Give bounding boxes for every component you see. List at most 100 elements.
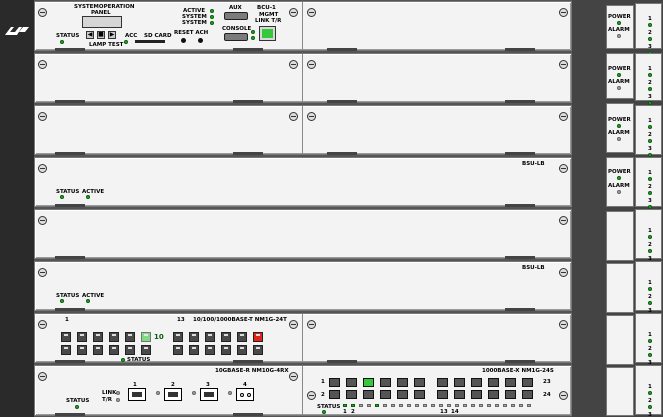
fan-number: 2 [648, 346, 652, 352]
fan-led [648, 87, 652, 91]
sfp-port[interactable] [505, 390, 516, 399]
rj45-port[interactable] [253, 332, 263, 342]
fan-number: 1 [648, 118, 652, 124]
tr-label: T/R [102, 397, 112, 403]
rj45-port[interactable] [141, 332, 151, 342]
sfp-port[interactable] [414, 390, 425, 399]
sfp-port[interactable] [346, 378, 357, 387]
rj45-port[interactable] [253, 345, 263, 355]
fan-number: 3 [648, 44, 652, 50]
sfp-port[interactable] [363, 390, 374, 399]
sfp-port[interactable] [380, 390, 391, 399]
sfp-port-led [519, 404, 523, 407]
slot-5-empty[interactable] [34, 209, 572, 259]
xfp-port-2[interactable] [164, 388, 182, 401]
sfp-port[interactable] [471, 378, 482, 387]
sfp-port[interactable] [437, 378, 448, 387]
rj45-port[interactable] [125, 332, 135, 342]
rj45-port[interactable] [205, 332, 215, 342]
rj45-port[interactable] [205, 345, 215, 355]
sd-card-slot[interactable] [135, 40, 165, 43]
sfp-port[interactable] [522, 390, 533, 399]
rj45-port[interactable] [237, 332, 247, 342]
sfp-port[interactable] [346, 390, 357, 399]
prev-button[interactable]: ◀ [86, 31, 94, 39]
ach-button[interactable] [198, 38, 203, 43]
status-led [60, 299, 64, 303]
sfp-port[interactable] [471, 390, 482, 399]
screw-icon [559, 112, 568, 121]
sfp-port[interactable] [329, 378, 340, 387]
sfp-port[interactable] [505, 378, 516, 387]
rj45-port[interactable] [141, 345, 151, 355]
psu-4[interactable]: POWER ALARM [606, 157, 634, 207]
next-button[interactable]: ▶ [108, 31, 116, 39]
rj45-port[interactable] [125, 345, 135, 355]
sfp-port[interactable] [488, 378, 499, 387]
module-label: BSU-LB [522, 161, 545, 167]
sfp-port-led [367, 404, 371, 407]
rj45-port[interactable] [77, 345, 87, 355]
rj45-port[interactable] [237, 345, 247, 355]
sfp-port[interactable] [329, 390, 340, 399]
port-label-2: 2 [171, 382, 175, 388]
sfp-port[interactable] [363, 378, 374, 387]
rj45-port[interactable] [189, 332, 199, 342]
status-label: STATUS [56, 293, 80, 299]
aux-port[interactable] [224, 12, 248, 20]
port-led [156, 391, 160, 395]
rj45-port[interactable] [77, 332, 87, 342]
slot-3-empty[interactable] [34, 105, 572, 155]
xfp-port-1[interactable] [128, 388, 146, 401]
sfp-port[interactable] [380, 378, 391, 387]
rj45-port[interactable] [93, 345, 103, 355]
rj45-port[interactable] [61, 345, 71, 355]
select-button[interactable]: ■ [97, 31, 105, 39]
sfp-port[interactable] [454, 390, 465, 399]
rj45-port[interactable] [109, 332, 119, 342]
slot-8-nm10g-nm1g[interactable]: 10GBASE-R NM10G-4RX LINK T/R STATUS 1 2 … [34, 365, 572, 416]
rj45-port[interactable] [93, 332, 103, 342]
rj45-port[interactable] [221, 332, 231, 342]
rj45-port[interactable] [109, 345, 119, 355]
sfp-port[interactable] [522, 378, 533, 387]
rj45-port[interactable] [189, 345, 199, 355]
left-module-label: 10GBASE-R NM10G-4RX [215, 368, 289, 374]
slot-4-bsu-lb[interactable]: BSU-LB STATUS ACTIVE [34, 157, 572, 207]
slot-2-empty[interactable] [34, 53, 572, 103]
rj45-port[interactable] [173, 332, 183, 342]
slot-6-bsu-lb[interactable]: BSU-LB STATUS ACTIVE [34, 261, 572, 311]
console-port[interactable] [224, 33, 248, 41]
psu-2[interactable]: POWER ALARM [606, 53, 634, 99]
psu-1[interactable]: POWER ALARM [606, 5, 634, 49]
mgmt-port[interactable] [259, 26, 276, 41]
rj45-port[interactable] [173, 345, 183, 355]
sfp-port[interactable] [437, 390, 448, 399]
xfp-port-3[interactable] [200, 388, 218, 401]
sfp-port-led [351, 404, 355, 407]
sfp-port[interactable] [488, 390, 499, 399]
psu-3[interactable]: POWER ALARM [606, 103, 634, 153]
fan-number: 3 [648, 146, 652, 152]
slot-1-bcu[interactable]: SYSTEMOPERATION PANEL ◀ ■ ▶ LAMP TEST ST… [34, 1, 572, 51]
sfp-port[interactable] [397, 390, 408, 399]
psu-blank [606, 367, 634, 416]
slot-7-nm1g-24t[interactable]: 1 13 10/100/1000BASE-T NM1G-24T 10 STATU… [34, 313, 572, 363]
sfp-port[interactable] [454, 378, 465, 387]
sfp-port-led [463, 404, 467, 407]
rj45-port[interactable] [221, 345, 231, 355]
reset-button[interactable] [181, 38, 186, 43]
rj45-port[interactable] [61, 332, 71, 342]
status-led [60, 40, 64, 44]
sfp-port[interactable] [414, 378, 425, 387]
sfp-port[interactable] [397, 378, 408, 387]
xfp-port-4[interactable] [236, 388, 254, 401]
